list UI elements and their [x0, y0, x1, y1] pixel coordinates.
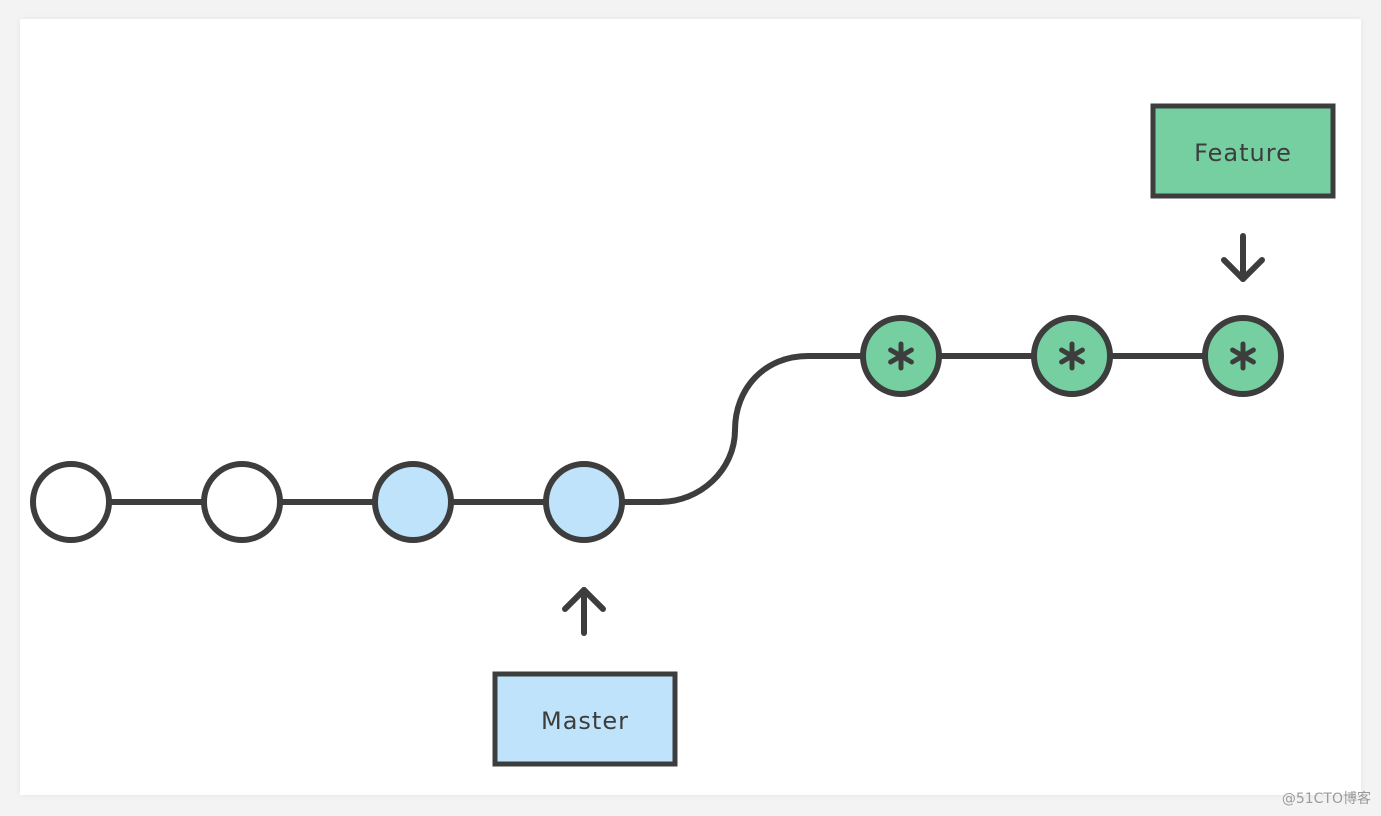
- diagram-card: [20, 19, 1361, 795]
- branch-connector: [623, 353, 862, 505]
- feature-branch-label: Feature: [1150, 103, 1336, 199]
- asterisk-icon: [1230, 341, 1256, 371]
- master-branch-label: Master: [492, 671, 678, 767]
- arrow-down-icon: [1221, 233, 1265, 282]
- feature-label-text: Feature: [1194, 139, 1292, 167]
- commit-node-1: [30, 461, 112, 543]
- commit-node-4: [543, 461, 625, 543]
- master-label-text: Master: [541, 707, 629, 735]
- commit-node-2: [201, 461, 283, 543]
- asterisk-icon: [1059, 341, 1085, 371]
- watermark: @51CTO博客: [1281, 791, 1371, 807]
- commit-node-5: [860, 315, 942, 397]
- arrow-up-icon: [562, 587, 606, 636]
- commit-node-6: [1031, 315, 1113, 397]
- commit-node-3: [372, 461, 454, 543]
- asterisk-icon: [888, 341, 914, 371]
- commit-node-7: [1202, 315, 1284, 397]
